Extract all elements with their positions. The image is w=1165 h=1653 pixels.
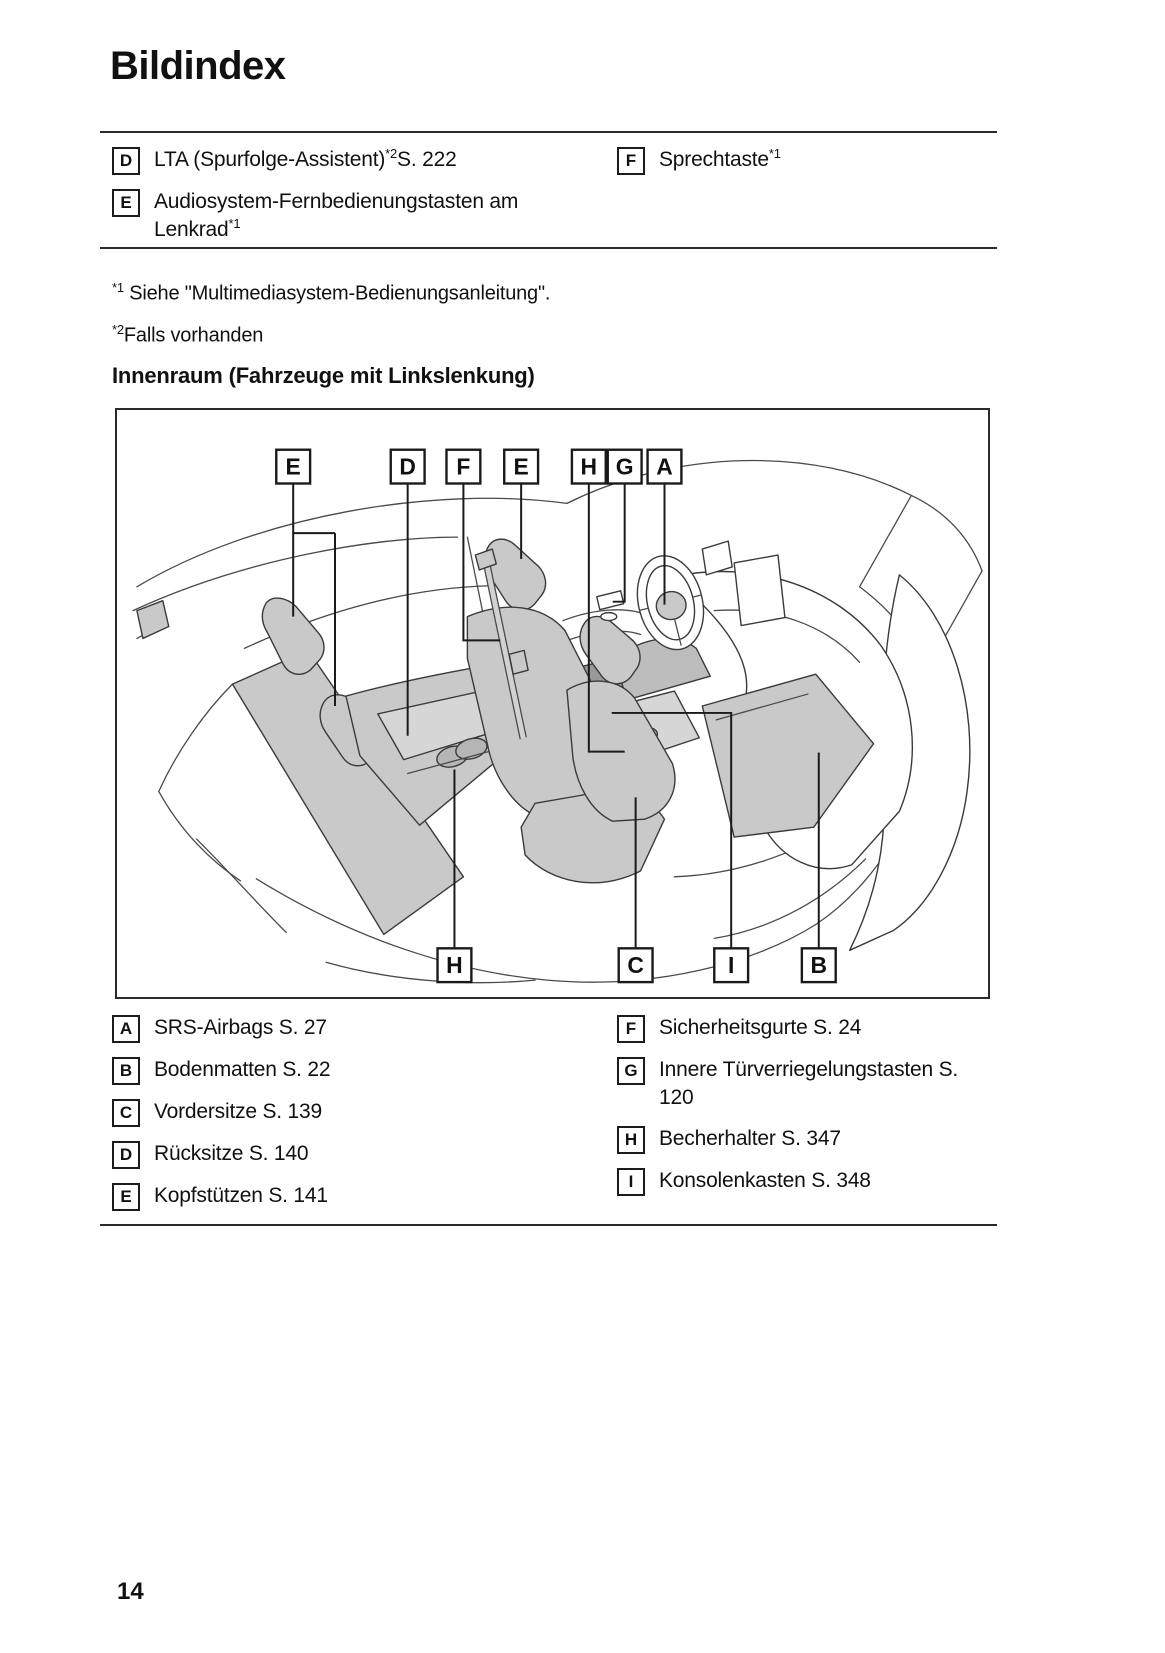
callout-label: H	[436, 947, 473, 984]
door-lock-buttons	[596, 590, 625, 622]
item-key: F	[625, 151, 637, 170]
item-key-box: E	[112, 1183, 140, 1211]
list-item: I Konsolenkasten S. 348	[617, 1167, 1047, 1196]
list-item: F Sprechtaste*1	[617, 146, 997, 175]
bottom-list-right: F Sicherheitsgurte S. 24 G Innere Türver…	[617, 1014, 1047, 1209]
item-key-box: E	[112, 189, 140, 217]
bottom-list-left: A SRS-Airbags S. 27 B Bodenmatten S. 22 …	[112, 1014, 582, 1224]
list-item: H Becherhalter S. 347	[617, 1125, 1047, 1154]
item-key-box: A	[112, 1015, 140, 1043]
item-key: B	[119, 1061, 133, 1080]
svg-text:E: E	[286, 454, 301, 480]
svg-text:E: E	[514, 454, 529, 480]
top-list-left: D LTA (Spurfolge-Assistent)*2S. 222 E Au…	[112, 146, 582, 257]
item-label: Rücksitze S. 140	[154, 1142, 309, 1165]
footnote-marker: *1	[768, 146, 781, 161]
item-key-box: F	[617, 147, 645, 175]
list-item: D LTA (Spurfolge-Assistent)*2S. 222	[112, 146, 582, 175]
svg-text:G: G	[616, 454, 634, 480]
item-key: H	[624, 1130, 638, 1149]
page-number: 14	[117, 1578, 144, 1605]
door-trim	[136, 600, 170, 640]
svg-text:D: D	[399, 454, 416, 480]
svg-text:F: F	[456, 454, 470, 480]
item-key: I	[628, 1172, 634, 1191]
item-label: SRS-Airbags S. 27	[154, 1016, 327, 1039]
footnote-marker: *1	[112, 280, 124, 295]
top-list-right: F Sprechtaste*1	[617, 146, 997, 188]
item-key-box: G	[617, 1057, 645, 1085]
list-item: E Audiosystem-Fernbedienungstasten am Le…	[112, 188, 582, 244]
item-label: Becherhalter S. 347	[659, 1127, 841, 1150]
item-label: Sprechtaste*1	[659, 146, 781, 171]
interior-diagram: E D F E H G A H	[132, 448, 983, 984]
section-heading: Innenraum (Fahrzeuge mit Linkslenkung)	[112, 363, 535, 388]
list-item: D Rücksitze S. 140	[112, 1140, 582, 1169]
item-key-box: D	[112, 1141, 140, 1169]
belt-buckle	[508, 649, 529, 675]
svg-text:B: B	[811, 952, 828, 978]
item-key: E	[120, 193, 132, 212]
item-label: Sicherheitsgurte S. 24	[659, 1016, 862, 1039]
item-key-box: F	[617, 1015, 645, 1043]
item-label: Audiosystem-Fernbedienungstasten am Lenk…	[154, 190, 519, 241]
list-item: F Sicherheitsgurte S. 24	[617, 1014, 1047, 1043]
rear-headrest	[261, 597, 325, 675]
svg-text:H: H	[446, 952, 463, 978]
footnote-marker: *2	[385, 146, 398, 161]
svg-text:I: I	[728, 952, 734, 978]
footnote-marker: *2	[112, 322, 124, 337]
page-title: Bildindex	[110, 44, 286, 88]
item-key-box: B	[112, 1057, 140, 1085]
list-item: G Innere Türverriegelungstasten S. 120	[617, 1056, 1047, 1112]
floor-mat	[701, 673, 875, 838]
callout-label: H	[570, 448, 607, 485]
seat-belt	[474, 548, 529, 740]
divider-top	[100, 131, 997, 133]
footnote-1: *1 Siehe "Multimediasystem-Bedienungsanl…	[112, 280, 551, 305]
callout-lines	[292, 483, 820, 949]
callout-label: E	[275, 448, 312, 485]
svg-text:H: H	[581, 454, 598, 480]
item-key-box: H	[617, 1126, 645, 1154]
item-key: A	[119, 1019, 133, 1038]
diagram-frame: E D F E H G A H	[115, 408, 990, 999]
item-label: Vordersitze S. 139	[154, 1100, 322, 1123]
list-item: C Vordersitze S. 139	[112, 1098, 582, 1127]
callout-label: B	[800, 947, 837, 984]
list-item: B Bodenmatten S. 22	[112, 1056, 582, 1085]
display-screen	[733, 554, 786, 627]
list-item: E Kopfstützen S. 141	[112, 1182, 582, 1211]
item-label: Kopfstützen S. 141	[154, 1184, 328, 1207]
item-key: D	[119, 1145, 133, 1164]
item-key-box: C	[112, 1099, 140, 1127]
callout-label: F	[445, 448, 482, 485]
callout-label: C	[617, 947, 654, 984]
item-key: G	[624, 1061, 638, 1080]
divider-bottom	[100, 1224, 997, 1226]
item-key-box: D	[112, 147, 140, 175]
item-label: LTA (Spurfolge-Assistent)*2S. 222	[154, 146, 457, 171]
item-key: F	[625, 1019, 637, 1038]
divider-mid	[100, 247, 997, 249]
item-key: C	[119, 1103, 133, 1122]
svg-text:C: C	[627, 952, 644, 978]
item-label: Innere Türverriegelungstasten S. 120	[659, 1058, 959, 1109]
callout-label: G	[606, 448, 643, 485]
list-item: A SRS-Airbags S. 27	[112, 1014, 582, 1043]
callout-label: D	[389, 448, 426, 485]
item-key: D	[119, 151, 133, 170]
item-key-box: I	[617, 1168, 645, 1196]
callout-label: A	[646, 448, 683, 485]
callout-label: E	[503, 448, 540, 485]
item-key: E	[120, 1187, 132, 1206]
callout-label: I	[713, 947, 750, 984]
mirror	[701, 540, 733, 576]
item-label: Konsolenkasten S. 348	[659, 1169, 871, 1192]
item-label: Bodenmatten S. 22	[154, 1058, 331, 1081]
steering-wheel	[636, 555, 705, 651]
footnote-2: *2Falls vorhanden	[112, 322, 264, 347]
svg-text:A: A	[656, 454, 673, 480]
footnote-marker: *1	[228, 216, 241, 231]
